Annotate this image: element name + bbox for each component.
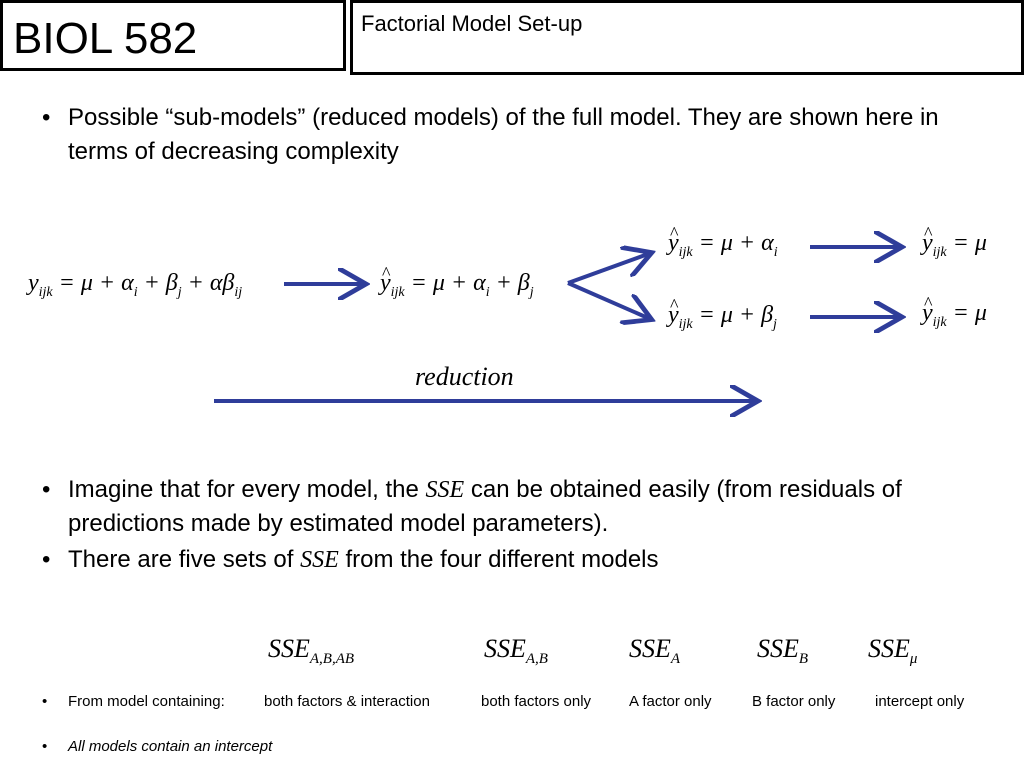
course-title: BIOL 582 [13,14,198,63]
course-title-box: BIOL 582 [0,0,346,71]
model-label-full: both factors & interaction [264,693,430,710]
bullet-2-text: Imagine that for every model, the SSE ca… [68,476,902,537]
slide-title: Factorial Model Set-up [361,11,583,36]
bullet-1-text: Possible “sub-models” (reduced models) o… [68,104,939,165]
bullet-glyph: • [42,476,51,503]
yhat-symbol: y^ [668,223,679,256]
b-only-model-equation: y^ijk = μ + βj [668,295,777,332]
yhat-symbol: y^ [380,263,391,296]
sse-additive: SSEA,B [484,634,548,668]
full-model-equation: yijk = μ + αi + βj + αβij [28,270,243,300]
model-label-intercept: intercept only [875,693,965,710]
sse-full: SSEA,B,AB [268,634,355,668]
yhat-symbol: y^ [668,295,679,328]
intercept-model-equation-top: y^ijk = μ [922,223,987,260]
yhat-symbol: y^ [922,223,933,256]
bullet-glyph: • [42,693,48,710]
intercept-model-equation-bottom: y^ijk = μ [922,293,987,330]
sse-mu: SSEμ [868,634,918,668]
model-labels-prefix: From model containing: [68,693,225,710]
slide-title-box: Factorial Model Set-up [350,0,1024,75]
bullet-3-text: There are five sets of SSE from the four… [68,546,659,573]
additive-model-equation: y^ijk = μ + αi + βj [380,263,534,300]
model-label-b: B factor only [752,693,836,710]
bullet-glyph: • [42,546,51,573]
footnote: All models contain an intercept [68,738,273,755]
bullet-glyph: • [42,104,51,131]
bullet-glyph: • [42,738,48,755]
yhat-symbol: y [28,270,39,296]
sse-inline: SSE [300,547,339,573]
sse-inline: SSE [425,477,465,503]
a-only-model-equation: y^ijk = μ + αi [668,223,778,260]
model-label-additive: both factors only [481,693,592,710]
sse-a: SSEA [629,634,681,668]
yhat-symbol: y^ [922,293,933,326]
model-label-a: A factor only [629,693,712,710]
sse-b: SSEB [757,634,809,668]
arrow-additive-to-b [567,281,648,318]
reduction-label: reduction [415,362,514,391]
arrow-additive-to-a [567,254,648,285]
